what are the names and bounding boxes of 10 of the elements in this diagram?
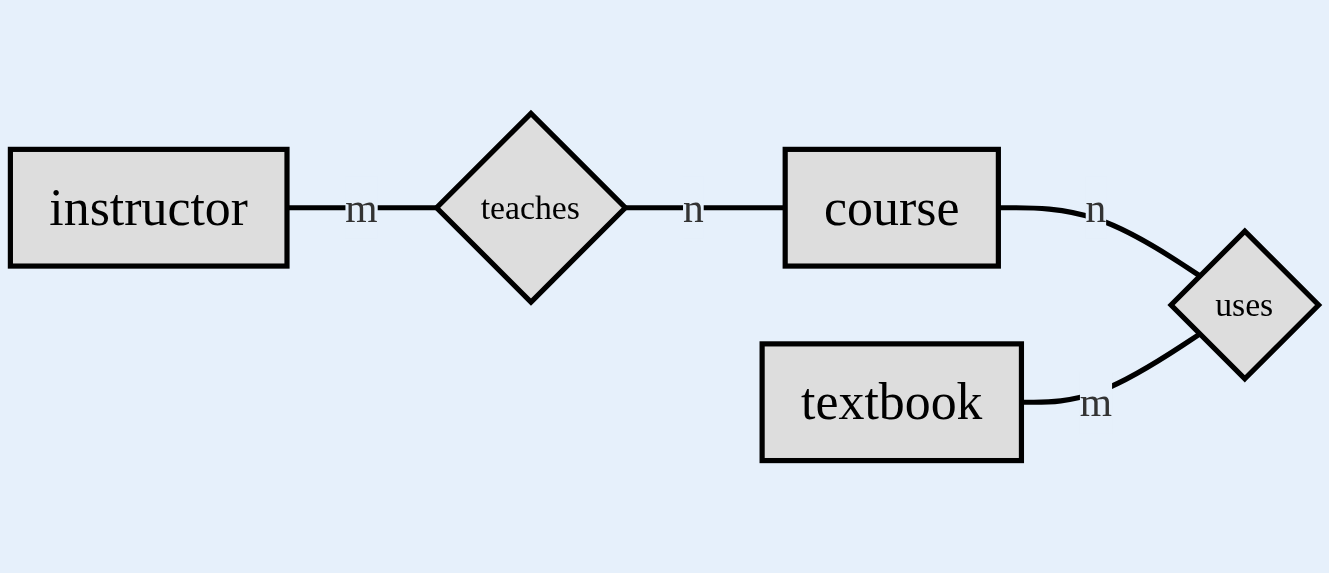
node-box: textbook [759, 340, 1025, 463]
connector [624, 204, 786, 210]
node-box: course [782, 146, 1001, 269]
edge-label: m [345, 183, 378, 231]
node-diamond: uses [1167, 227, 1323, 382]
edge-label: m [1079, 378, 1113, 426]
node-diamond: teaches [432, 109, 629, 306]
node-box: instructor [7, 146, 290, 269]
edge-label: n [683, 183, 704, 231]
edge-label: n [1085, 183, 1107, 231]
